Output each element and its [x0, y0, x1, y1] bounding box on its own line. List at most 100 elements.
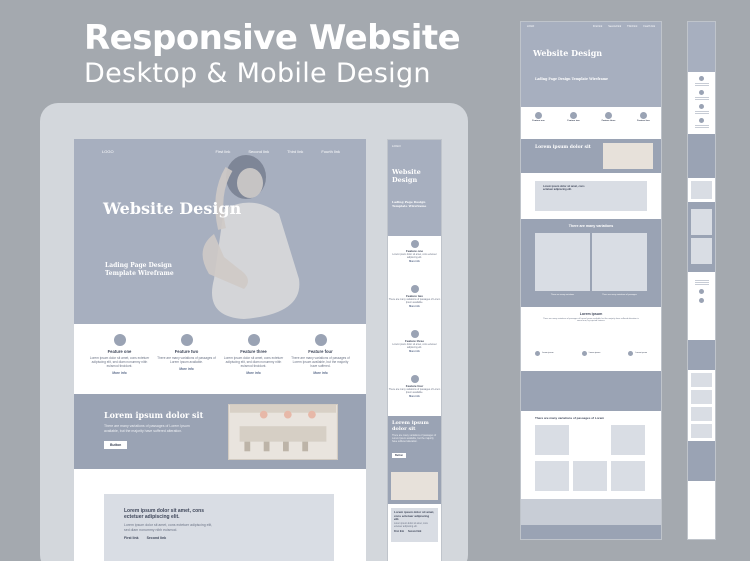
text-body: There are many variations of passages of…: [543, 317, 639, 323]
card-second-link[interactable]: Second link: [146, 536, 167, 540]
phone-feature: Feature three Lorem ipsum dolor sit amet…: [388, 326, 441, 371]
feature-more-link[interactable]: More info: [313, 371, 328, 375]
phone-screen: LOGO Website Design Lading Page Design T…: [388, 140, 441, 561]
desktop-full-page: LOGO First link Second link Third link F…: [521, 22, 661, 539]
feature-item: Feature three Lorem ipsum dolor sit amet…: [224, 334, 284, 394]
card-first-link[interactable]: First link: [394, 529, 404, 533]
desktop-hero: LOGO First link Second link Third link F…: [521, 22, 661, 107]
desktop-hero-subtitle: Lading Page Design Template Wireframe: [535, 77, 609, 81]
tablet-logo[interactable]: LOGO: [102, 149, 114, 154]
feature-circle-icon: [570, 112, 577, 119]
desktop-grid: There are many variations of passages of…: [521, 411, 661, 501]
tablet-screen: LOGO First link Second link Third link F…: [74, 139, 366, 561]
card-title: Lorem ipsum dolor sit amet, cons ectetue…: [543, 185, 585, 191]
feature-title: Feature one: [107, 349, 132, 354]
feature-more-link[interactable]: More info: [409, 395, 420, 398]
grid-image-placeholder: [691, 373, 712, 387]
variation-image-placeholder: [592, 233, 647, 291]
feature-title: Feature three: [240, 349, 267, 354]
row-circle-icon: [699, 289, 704, 294]
feature-circle-icon: [699, 76, 704, 81]
text-line: [694, 97, 709, 98]
text-line: [694, 113, 709, 114]
feature-circle-icon: [699, 118, 704, 123]
nav-link-4[interactable]: Fourth link: [321, 149, 340, 154]
headline: Responsive Website Desktop & Mobile Desi…: [84, 18, 461, 90]
card-second-link[interactable]: Second link: [407, 529, 422, 533]
feature-more-link[interactable]: More info: [246, 371, 261, 375]
nav-link-1[interactable]: First link: [215, 149, 231, 154]
feature-title: Feature three: [601, 120, 616, 122]
hero-woman-image: [202, 155, 300, 319]
feature-circle-icon: [410, 285, 419, 293]
text-line: [694, 280, 709, 281]
tablet-hero-subtitle: Lading Page Design Template Wireframe: [105, 262, 174, 277]
tablet-band: Lorem ipsum dolor sit There are many var…: [74, 394, 366, 469]
phone-feature: Feature four There are many variations o…: [388, 371, 441, 416]
mobile-mid-band: [688, 340, 715, 370]
card-title: Lorem ipsum dolor sit amet, cons ectetue…: [124, 508, 205, 520]
nav-link-2[interactable]: Second link: [608, 25, 622, 28]
phone-logo[interactable]: LOGO: [392, 144, 401, 148]
grid-image-placeholder: [535, 425, 569, 455]
card-title: Lorem ipsum dolor sit amet, cons ectetue…: [394, 510, 435, 521]
grid-image-placeholder: [611, 425, 645, 455]
text-line: [694, 99, 709, 100]
grid-image-placeholder: [535, 461, 569, 491]
feature-more-link[interactable]: More info: [112, 371, 127, 375]
row-circle-icon: [699, 298, 704, 303]
band-title: Lorem ipsum dolor sit: [392, 420, 429, 432]
row-item: Lorem ipsum: [628, 351, 647, 356]
feature-more-link[interactable]: More info: [179, 367, 194, 371]
row-circle-icon: [581, 351, 587, 356]
feature-title: Feature four: [405, 384, 424, 388]
tablet-nav: LOGO First link Second link Third link F…: [74, 149, 366, 161]
desktop-variations: There are many variations There are many…: [521, 219, 661, 307]
nav-link-3[interactable]: Third link: [627, 25, 638, 28]
variation-image-placeholder: [691, 238, 712, 264]
feature-item: Feature four There are many variations o…: [291, 334, 351, 394]
nav-link-3[interactable]: Third link: [287, 149, 304, 154]
grid-image-placeholder: [691, 390, 712, 404]
feature-title: Feature four: [637, 120, 650, 122]
nav-link-2[interactable]: Second link: [248, 149, 270, 154]
mobile-band: [688, 134, 715, 178]
row-item: Lorem ipsum: [581, 351, 600, 356]
desktop-text-section: Lorem ipsum There are many variations of…: [521, 307, 661, 371]
desktop-features: Feature one Feature two Feature three Fe…: [521, 107, 661, 139]
desktop-logo[interactable]: LOGO: [527, 25, 535, 28]
feature-more-link[interactable]: More info: [409, 305, 420, 308]
mobile-full-page: [688, 22, 715, 539]
variation-caption: There are many variations: [550, 294, 575, 296]
feature-item: Feature one Lorem ipsum dolor sit amet, …: [90, 334, 150, 394]
feature-circle-icon: [410, 330, 419, 338]
card-text: Lorem ipsum dolor sit amet, cons ectetue…: [394, 522, 428, 528]
phone-hero-subtitle: Lading Page Design Template Wireframe: [392, 200, 427, 208]
interior-photo: [228, 404, 338, 460]
band-button[interactable]: Button: [392, 453, 407, 458]
band-text: There are many variations of passages of…: [392, 434, 436, 443]
interior-photo: [603, 143, 653, 169]
nav-link-1[interactable]: First link: [592, 25, 603, 28]
feature-more-link[interactable]: More info: [409, 350, 420, 353]
desktop-band: Lorem ipsum dolor sit: [521, 139, 661, 173]
feature-item: Feature one: [527, 112, 551, 139]
variation-image-placeholder: [535, 233, 590, 291]
feature-more-link[interactable]: More info: [409, 260, 420, 263]
band-button[interactable]: Button: [104, 441, 128, 449]
feature-text: There are many variations of passages of…: [157, 356, 216, 364]
feature-circle-icon: [605, 112, 612, 119]
feature-circle-icon: [535, 112, 542, 119]
feature-circle-icon: [180, 334, 193, 346]
nav-link-4[interactable]: Fourth link: [643, 25, 655, 28]
row-circle-icon: [535, 351, 540, 356]
feature-circle-icon: [410, 240, 419, 248]
desktop-hero-title: Website Design: [533, 48, 603, 58]
feature-circle-icon: [410, 375, 419, 383]
feature-text: Lorem ipsum dolor sit amet, cons ectetue…: [392, 253, 437, 259]
text-line: [694, 85, 709, 86]
grid-image-placeholder: [691, 424, 712, 438]
feature-title: Feature one: [405, 249, 423, 253]
card-first-link[interactable]: First link: [124, 536, 139, 540]
feature-circle-icon: [699, 104, 704, 109]
